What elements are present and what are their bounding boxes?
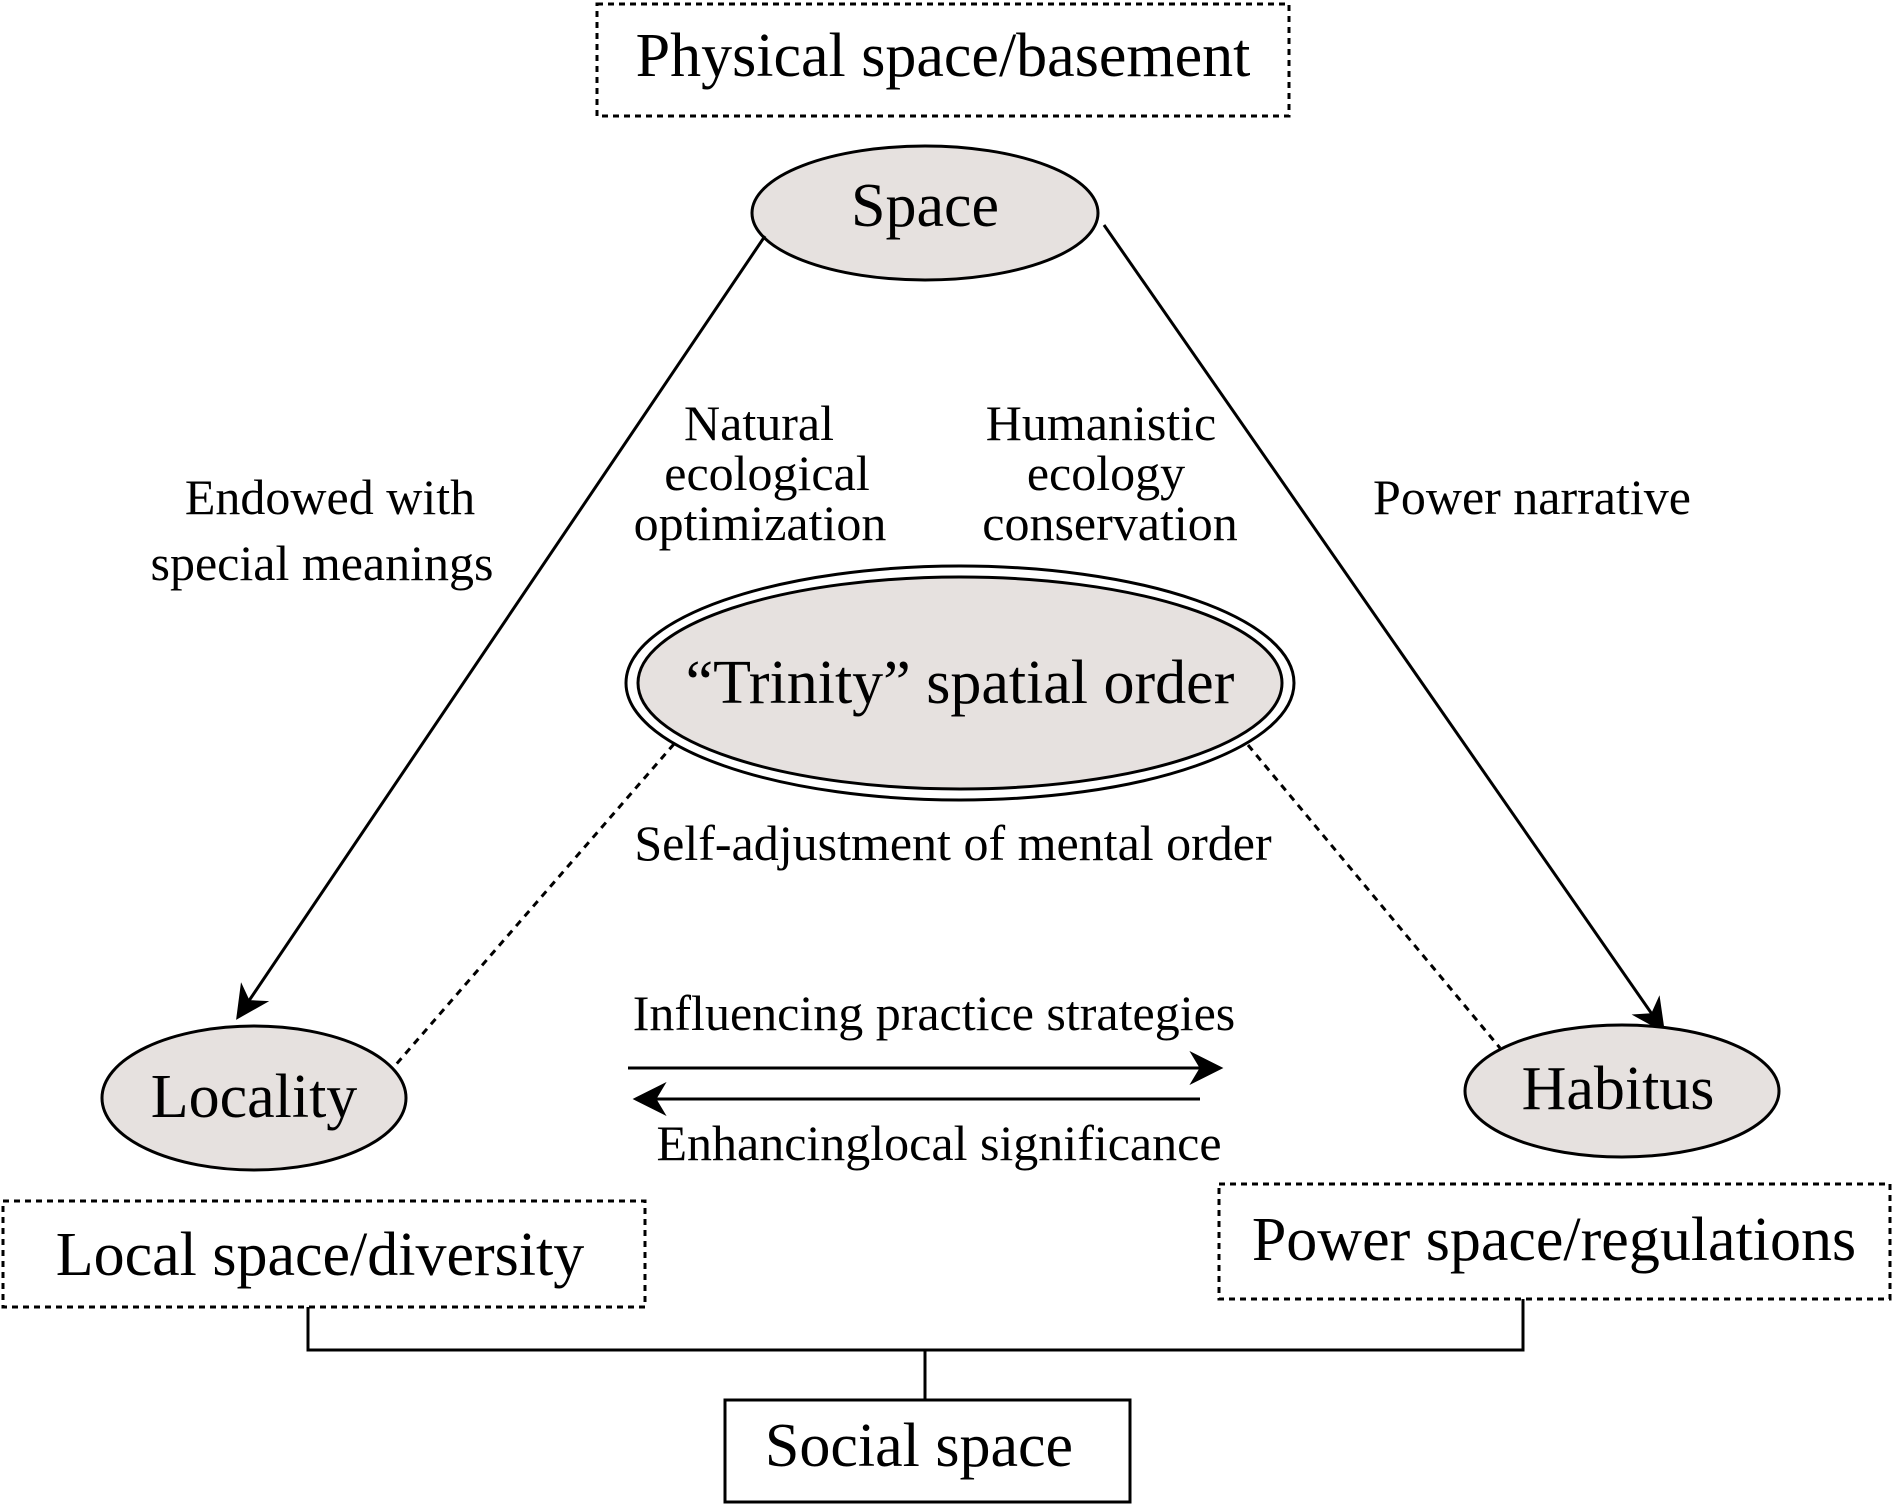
space-node: Space <box>750 144 1100 282</box>
svg-text:Natural: Natural <box>684 395 834 451</box>
svg-text:special meanings: special meanings <box>151 535 494 591</box>
svg-text:Endowed with: Endowed with <box>185 469 475 525</box>
enhancing-label: Enhancinglocal significance <box>656 1115 1221 1171</box>
local-space-label: Local space/diversity <box>56 1221 585 1289</box>
svg-text:ecology: ecology <box>1027 445 1185 501</box>
physical-space-box: Physical space/basement <box>595 2 1291 118</box>
self-adjustment-label: Self-adjustment of mental order <box>634 815 1272 871</box>
svg-text:optimization: optimization <box>634 495 887 551</box>
svg-text:Humanistic: Humanistic <box>986 395 1217 451</box>
space-label: Space <box>851 172 999 240</box>
trinity-node: “Trinity” spatial order <box>624 564 1296 802</box>
arrow-space-to-locality <box>236 235 767 1020</box>
locality-label: Locality <box>151 1063 358 1131</box>
habitus-node: Habitus <box>1463 1023 1781 1159</box>
physical-space-label: Physical space/basement <box>636 22 1251 90</box>
influencing-label: Influencing practice strategies <box>633 985 1236 1041</box>
endowed-label: Endowed with special meanings <box>151 469 494 591</box>
trinity-label: “Trinity” spatial order <box>686 649 1235 717</box>
social-space-connector <box>306 1299 1525 1400</box>
humanistic-ecology-label: Humanistic ecology conservation <box>982 395 1237 551</box>
svg-text:ecological: ecological <box>664 445 869 501</box>
power-space-box: Power space/regulations <box>1217 1182 1892 1301</box>
social-space-box: Social space <box>723 1398 1132 1504</box>
social-space-label: Social space <box>765 1412 1073 1480</box>
natural-ecological-label: Natural ecological optimization <box>634 395 887 551</box>
power-space-label: Power space/regulations <box>1252 1206 1856 1274</box>
dashed-trinity-to-locality <box>391 743 676 1069</box>
habitus-label: Habitus <box>1522 1055 1715 1123</box>
arrow-space-to-habitus <box>1102 224 1665 1033</box>
svg-text:conservation: conservation <box>982 495 1237 551</box>
local-space-box: Local space/diversity <box>1 1199 647 1309</box>
locality-node: Locality <box>100 1024 408 1172</box>
power-narrative-label: Power narrative <box>1373 469 1691 525</box>
dashed-trinity-to-habitus <box>1246 744 1502 1049</box>
